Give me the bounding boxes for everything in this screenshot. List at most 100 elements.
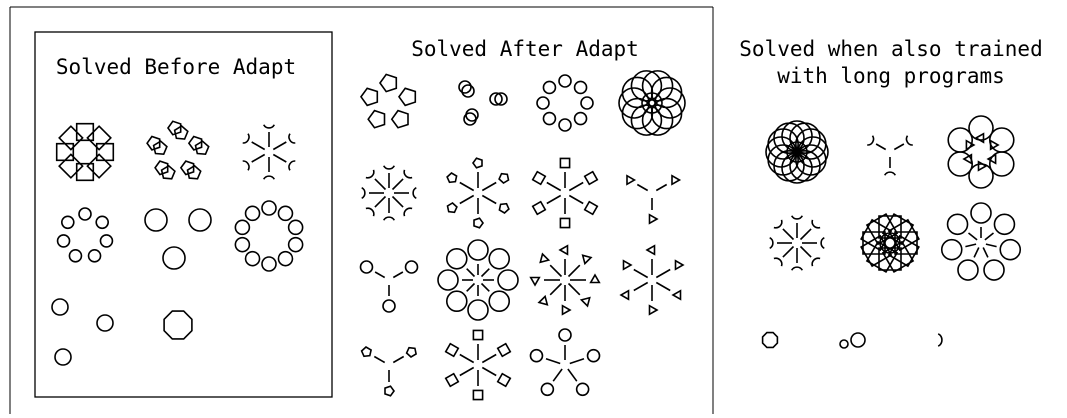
pentagon-shape [384,385,395,397]
circle-shape [489,92,503,106]
center-circle [879,232,901,254]
spoke-line [374,271,386,279]
square-shape [531,170,547,186]
spoke-line [799,228,812,241]
square-shape [496,342,512,358]
triangle-shape [986,153,997,165]
spoke-line [973,247,980,258]
triangle-shape [539,252,551,264]
after-panel-title: Solved After Adapt [411,37,639,61]
spoke-line [480,282,490,292]
spoke-line [392,355,405,364]
circle-shape [78,207,92,221]
square-shape [878,215,902,239]
arc-shape [811,219,821,229]
spoke-line [374,195,387,208]
circle-shape [940,238,963,261]
circle-shape [445,247,468,270]
arc-shape [883,171,897,176]
pentagon-shape [398,87,417,107]
spoke-line [567,368,578,382]
triangle-shape [561,304,572,316]
spoke-line [373,355,386,364]
arc-shape [820,236,825,250]
circle-shape [795,128,827,160]
circle-shape [467,299,489,321]
triangle-shape [648,213,659,225]
spoke-line [392,271,404,279]
spoke-line [655,183,668,192]
circle-shape [580,96,594,110]
circle-shape [261,200,277,216]
triangle-shape [579,296,591,308]
spoke-line [569,358,585,365]
after-figure-8 [626,174,682,225]
arc-shape [288,160,296,171]
circle-shape [558,328,572,342]
pentagon-shape [360,87,379,107]
circle-shape [536,96,550,110]
spoke-line [466,268,476,278]
after-figure-5 [361,165,417,221]
triangle-shape [648,304,659,316]
circle-shape [144,208,168,232]
long-panel-title-line1: Solved when also trained [739,37,1043,61]
arc-shape [242,133,250,144]
after-figure-2 [458,80,508,126]
arc-shape [262,175,276,180]
spoke-line [459,194,475,205]
pentagon-shape [446,172,458,184]
square-shape [86,153,112,179]
circle-shape [947,127,974,153]
circle-shape [382,299,396,313]
spoke-line [967,232,978,241]
triangle-shape [622,259,633,271]
octagon-shape [163,310,193,340]
square-shape [58,125,84,151]
arc-shape [790,215,804,220]
circle-shape [68,249,83,263]
pentagon-shape [167,120,182,136]
circle-shape [234,219,251,236]
before-figure-4 [56,207,114,263]
arc-shape [773,257,783,267]
circle-shape [445,290,468,313]
square-shape [444,372,460,388]
spoke-line [391,195,404,208]
circle-shape [99,234,114,248]
circle-shape [999,238,1022,261]
circle-shape [277,250,294,267]
triangle-shape [671,289,682,301]
spoke-line [982,247,989,258]
after-figure-6 [446,157,510,229]
long-figure-1 [765,120,829,184]
arc-shape [382,165,396,170]
spoke-line [480,268,490,278]
square-shape [894,231,918,255]
center-circle [641,92,663,114]
arc-shape [365,207,375,217]
spoke-line [984,232,995,241]
circle-shape [630,70,663,102]
spoke-line [636,183,649,192]
circle-shape [244,205,261,222]
square-shape [472,329,484,341]
circle-shape [983,259,1005,281]
long-figure-4 [769,215,825,271]
arc-shape [262,124,276,129]
long-figure-8 [839,332,866,349]
circle-shape [558,118,572,132]
pentagon-shape [146,135,161,151]
before-figure-7 [51,298,114,366]
triangle-shape [989,139,1000,151]
spoke-line [374,178,387,191]
pentagon-shape [187,135,203,151]
arc-shape [769,236,774,250]
circle-shape [970,202,992,224]
square-shape [75,162,95,182]
arc-shape [365,169,375,179]
pentagon-shape [379,73,398,93]
after-figure-1 [360,73,417,129]
before-figure-3 [242,124,296,180]
